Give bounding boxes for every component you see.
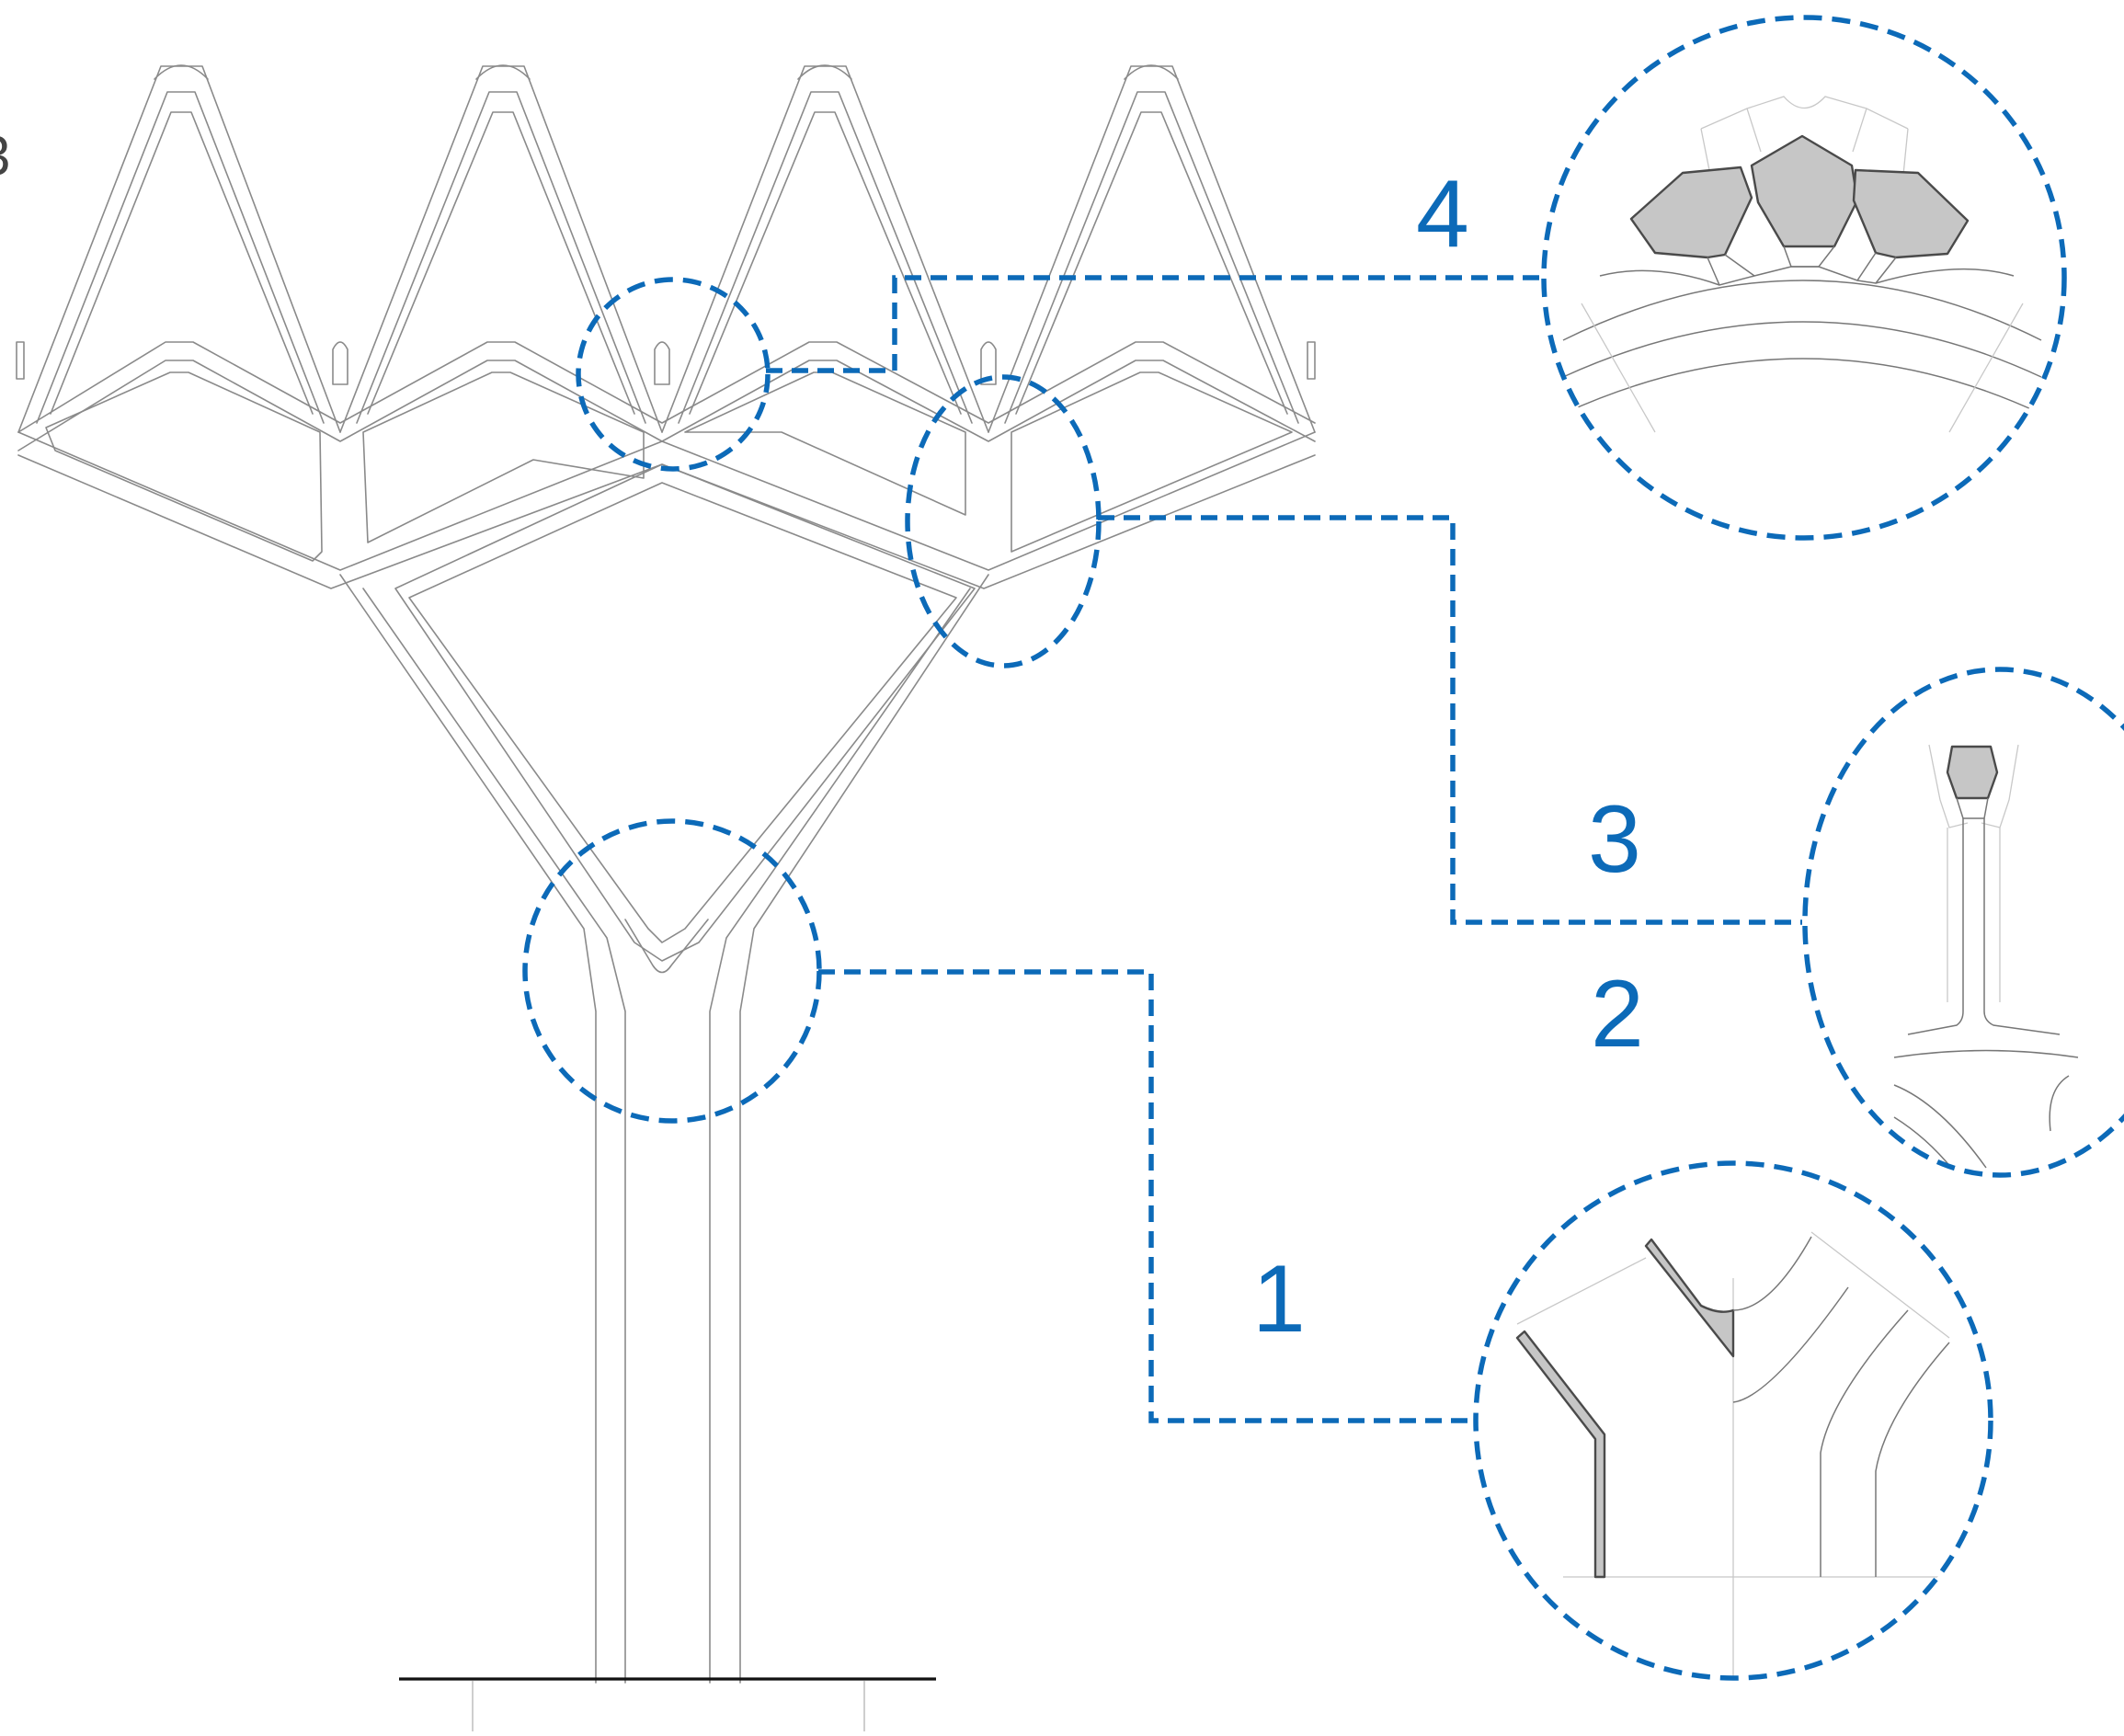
tree-structure bbox=[16, 64, 1316, 1731]
panel-right bbox=[1852, 168, 1970, 259]
label-edge-fragment: 3 bbox=[0, 125, 10, 187]
callout-circle-3 bbox=[1802, 667, 2124, 1178]
leader-lines bbox=[766, 275, 1802, 1423]
leader-line-1 bbox=[818, 969, 1474, 1423]
panel-center bbox=[1750, 134, 1859, 248]
detail-3 bbox=[1802, 667, 2124, 1178]
callout-circle-4-source bbox=[576, 277, 771, 472]
label-detail-4: 4 bbox=[1416, 161, 1469, 268]
tree-base bbox=[399, 1677, 936, 1731]
detail-4 bbox=[1541, 15, 2067, 541]
label-detail-3: 3 bbox=[1588, 786, 1641, 893]
callout-circle-4 bbox=[1541, 15, 2067, 541]
leader-line-4 bbox=[766, 275, 1540, 373]
panel-left bbox=[1629, 166, 1753, 259]
panel-top bbox=[1946, 745, 1999, 800]
callout-markers bbox=[522, 277, 1102, 1124]
panel-strip-left bbox=[1515, 1330, 1606, 1579]
callout-circle-1-source bbox=[522, 818, 822, 1124]
detail-1 bbox=[1473, 1160, 1993, 1681]
leader-line-3 bbox=[1098, 515, 1802, 925]
detail-labels: 4 3 2 1 3 bbox=[0, 125, 1644, 1353]
callout-circle-1 bbox=[1473, 1160, 1993, 1681]
callout-circle-3-source bbox=[905, 374, 1102, 668]
canopy-peaks bbox=[17, 64, 1316, 433]
panel-wedge-top bbox=[1644, 1238, 1735, 1358]
canopy-ring bbox=[16, 341, 1316, 562]
primary-arms bbox=[17, 431, 1316, 1684]
label-detail-1: 1 bbox=[1252, 1246, 1306, 1353]
label-detail-2: 2 bbox=[1591, 961, 1644, 1068]
